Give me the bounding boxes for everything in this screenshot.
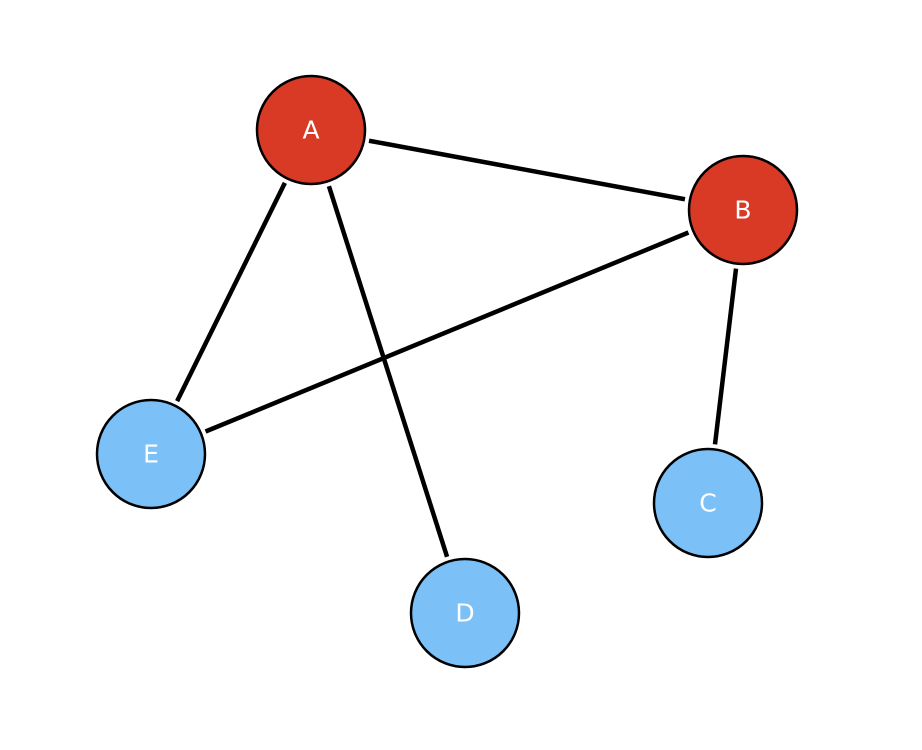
node-b-circle xyxy=(687,154,799,266)
node-d-label: D xyxy=(455,599,474,628)
node-a: A xyxy=(255,74,367,186)
node-e: E xyxy=(95,398,207,510)
node-b: B xyxy=(687,154,799,266)
node-a-circle xyxy=(255,74,367,186)
node-e-circle xyxy=(95,398,207,510)
node-a-label: A xyxy=(302,116,319,145)
nodes-layer: A B C D E xyxy=(95,74,799,669)
edge-b-c xyxy=(712,268,739,445)
edge-b-e xyxy=(204,230,690,434)
node-d-circle xyxy=(409,557,521,669)
edge-a-b xyxy=(368,138,686,202)
edge-a-e xyxy=(175,181,287,403)
edge-a-d xyxy=(326,185,450,558)
node-d: D xyxy=(409,557,521,669)
node-e-label: E xyxy=(143,440,159,469)
edges-layer xyxy=(175,138,739,558)
node-c-label: C xyxy=(699,489,716,518)
node-c-circle xyxy=(652,447,764,559)
node-b-label: B xyxy=(734,196,751,225)
node-c: C xyxy=(652,447,764,559)
